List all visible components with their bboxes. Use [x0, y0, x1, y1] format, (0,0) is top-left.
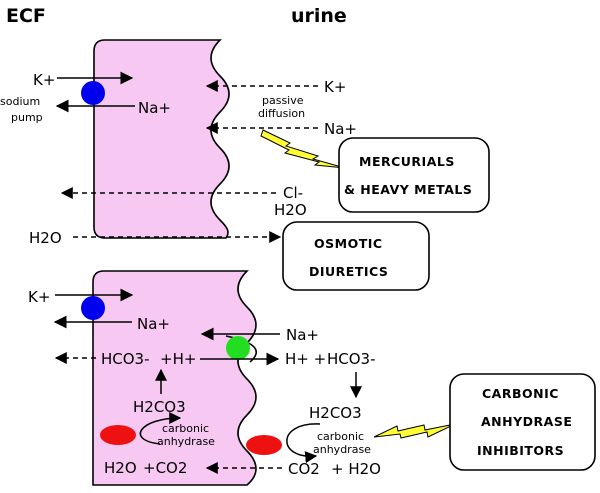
osmotic-text: OSMOTIC [314, 236, 383, 251]
ca-cell-label-1: carbonic [162, 422, 209, 435]
heavy-metals-text: & HEAVY METALS [344, 182, 472, 197]
h2o-cell-label: H2O [104, 459, 137, 477]
h2co3-cell-label: H2CO3 [133, 398, 186, 416]
h2o-ecf-label: H2O [29, 229, 62, 247]
lightning-mercurials [260, 129, 346, 169]
hco3-ecf-label: HCO3- [101, 350, 150, 368]
carbonic-box [449, 373, 596, 471]
urine-header: urine [291, 5, 347, 27]
na-label-bottom: Na+ [137, 315, 170, 333]
carbonic-text: CARBONIC [482, 386, 559, 401]
h-plus-label: +H+ [160, 350, 196, 368]
k-label-top: K+ [33, 71, 55, 89]
top-tubule-cell [93, 39, 230, 239]
sodium-label: sodium [0, 95, 40, 108]
mercurials-text: MERCURIALS [359, 154, 455, 169]
h2o-urine-label: H2O [274, 201, 307, 219]
diffusion-label: diffusion [258, 107, 305, 120]
k-label-bottom: K+ [28, 288, 50, 306]
osmotic-box [282, 221, 430, 291]
sodium-pump-top [81, 81, 105, 105]
h-urine-label: H+ + [285, 350, 326, 368]
k-urine-label: K+ [324, 78, 346, 96]
ca-urine-label-1: carbonic [317, 430, 364, 443]
na-h-exchanger [226, 336, 250, 360]
na-urine-label: Na+ [324, 120, 357, 138]
anhydrase-text: ANHYDRASE [481, 414, 572, 429]
pump-label: pump [11, 111, 43, 124]
sodium-pump-bottom [81, 296, 105, 320]
ca-urine-curve [286, 423, 321, 464]
ecf-header: ECF [6, 5, 46, 27]
h2co3-urine-label: H2CO3 [309, 404, 362, 422]
carbonic-anhydrase-cell [100, 425, 136, 445]
passive-label: passive [262, 94, 304, 107]
ca-urine-label-2: anhydrase [313, 443, 371, 456]
lightning-carbonic [373, 423, 456, 439]
mercurials-box [338, 137, 490, 213]
co2-urine-label: CO2 [288, 460, 320, 478]
cl-label: Cl- [283, 184, 303, 202]
ca-cell-curve [139, 412, 182, 445]
inhibitors-text: INHIBITORS [477, 443, 564, 458]
hco3-urine-label: HCO3- [327, 350, 376, 368]
bottom-tubule-cell [92, 270, 257, 486]
co2-cell-label: +CO2 [143, 459, 187, 477]
carbonic-anhydrase-brush-border [246, 435, 282, 455]
na-urine-label-bottom: Na+ [286, 326, 319, 344]
ca-cell-label-2: anhydrase [157, 435, 215, 448]
diuretics-text: DIURETICS [309, 264, 388, 279]
na-label-top: Na+ [138, 99, 171, 117]
h2o-urine-bottom-label: + H2O [331, 460, 381, 478]
